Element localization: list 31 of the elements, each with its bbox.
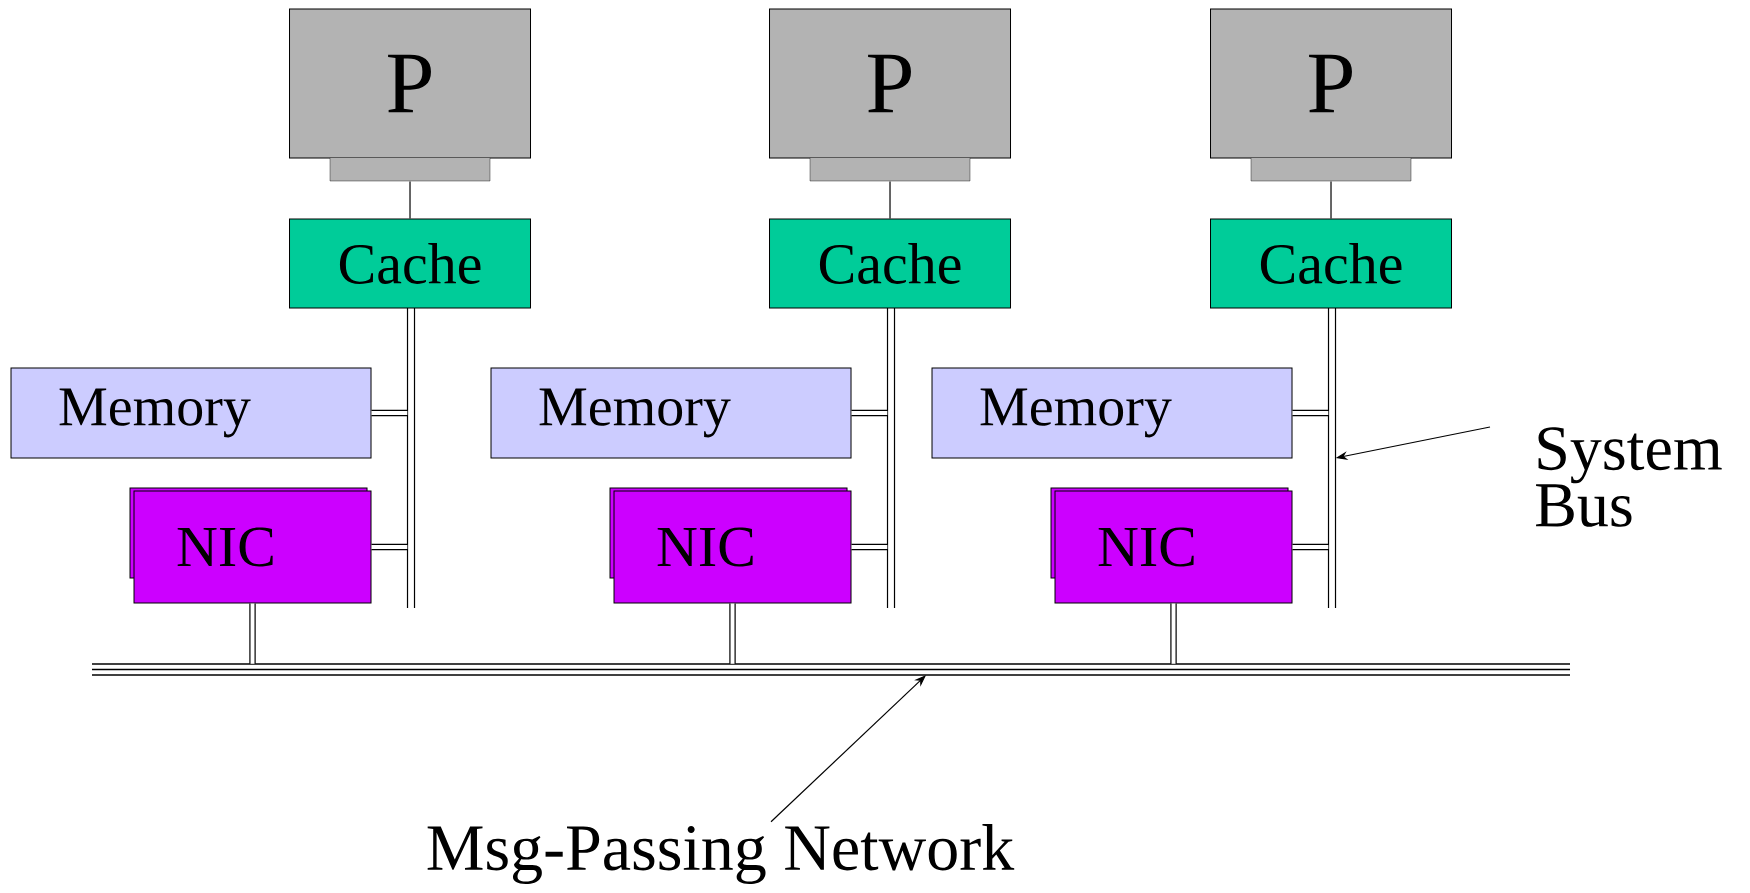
system-bus-line bbox=[406, 307, 416, 609]
network-connector bbox=[1170, 603, 1177, 664]
bus-connector bbox=[1292, 543, 1329, 551]
processor-box: P bbox=[769, 8, 1011, 182]
bus-connector bbox=[371, 543, 408, 551]
network-label: Msg-Passing Network bbox=[427, 824, 1015, 884]
network-bus-line bbox=[91, 663, 1571, 676]
bus-connector bbox=[851, 543, 888, 551]
nic-box: NIC bbox=[1050, 487, 1293, 604]
bus-connector bbox=[1292, 409, 1329, 417]
bus-connector bbox=[371, 409, 408, 417]
cache-box: Cache bbox=[1210, 218, 1452, 309]
connector-line bbox=[1330, 180, 1332, 220]
network-connector bbox=[729, 603, 736, 664]
processor-box: P bbox=[289, 8, 531, 182]
system-bus-line bbox=[1327, 307, 1337, 609]
connector-line bbox=[889, 180, 891, 220]
nic-box: NIC bbox=[129, 487, 372, 604]
nic-box: NIC bbox=[609, 487, 852, 604]
cache-box: Cache bbox=[289, 218, 531, 309]
processor-box: P bbox=[1210, 8, 1452, 182]
bus-connector bbox=[851, 409, 888, 417]
memory-box: Memory bbox=[931, 367, 1293, 459]
leader-arrow bbox=[770, 675, 926, 823]
system-bus-line bbox=[886, 307, 896, 609]
network-connector bbox=[249, 603, 256, 664]
memory-box: Memory bbox=[490, 367, 852, 459]
connector-line bbox=[409, 180, 411, 220]
bus-label: System Bus bbox=[1536, 427, 1722, 527]
cache-box: Cache bbox=[769, 218, 1011, 309]
memory-box: Memory bbox=[10, 367, 372, 459]
